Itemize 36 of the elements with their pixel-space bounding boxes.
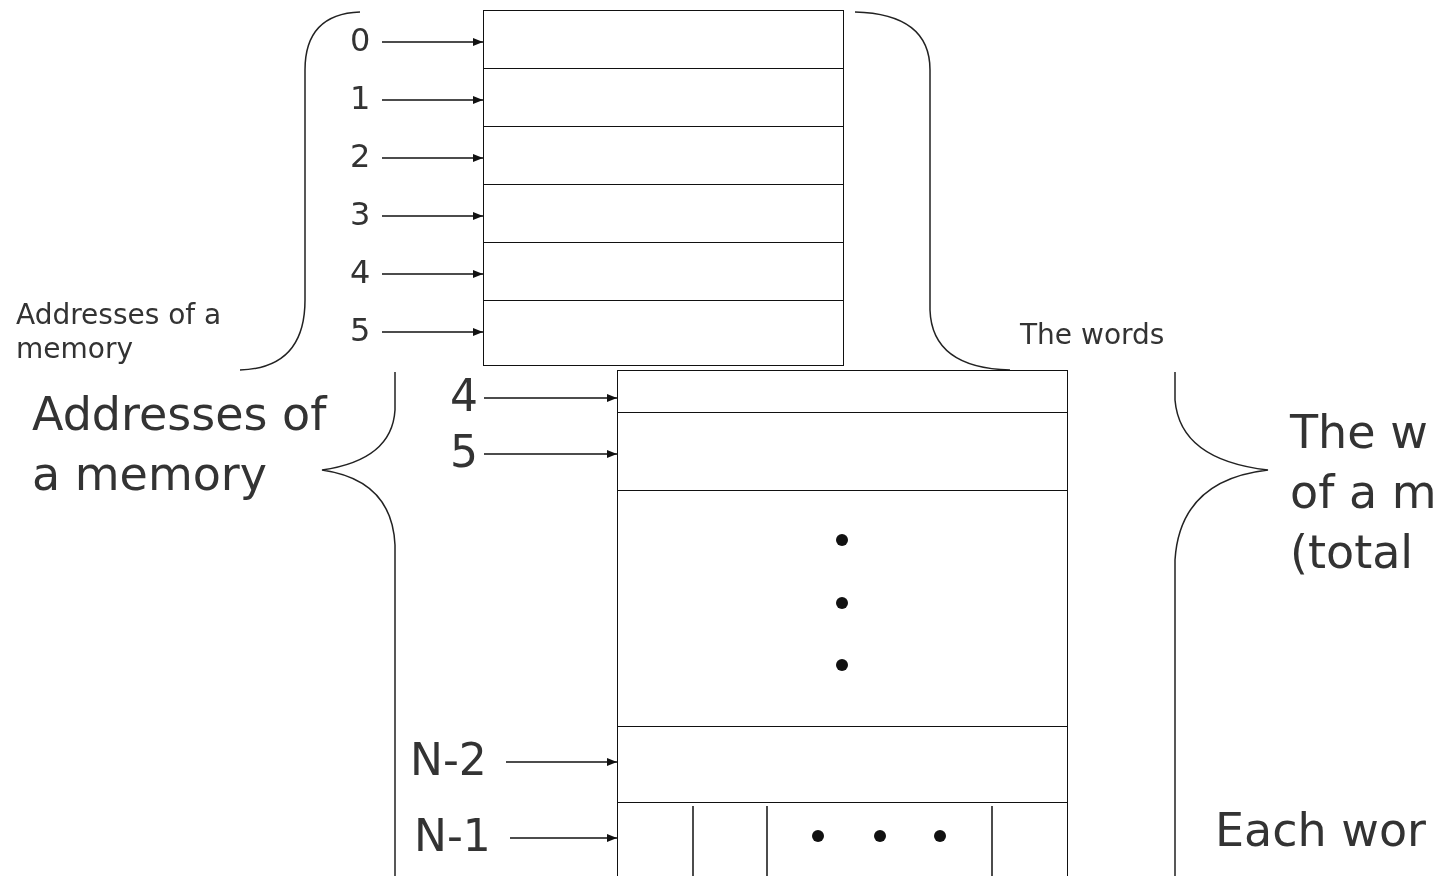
arrow [509,833,618,843]
address-label: N-1 [414,814,491,858]
arrow [381,327,484,337]
address-label: 0 [350,24,371,56]
caption-text: Addresses of a memory [16,298,223,366]
memory-cell [483,184,844,243]
arrow [381,211,484,221]
address-label: N-2 [410,738,487,782]
arrow [381,95,484,105]
arrow [505,757,618,767]
memory-cell [483,242,844,301]
memory-cell [617,370,1068,413]
arrow [483,393,618,403]
arrow [381,269,484,279]
address-label: 4 [450,374,478,418]
memory-cell [483,126,844,185]
address-label: 1 [350,82,371,114]
address-label: 5 [350,314,371,346]
memory-cell [483,300,844,366]
arrow [381,37,484,47]
memory-cell [617,412,1068,491]
address-label: 5 [450,430,478,474]
memory-cell [617,802,1068,876]
memory-cell [483,10,844,69]
caption-text: Each wor [1215,802,1427,859]
caption-text: Addresses of a memory [32,386,329,503]
address-label: 2 [350,140,371,172]
memory-cell [483,68,844,127]
address-label: 3 [350,198,371,230]
memory-cell [617,726,1068,803]
arrow [381,153,484,163]
address-label: 4 [350,256,371,288]
caption-text: The w of a m (total [1290,404,1438,581]
memory-cell [617,490,1068,727]
arrow [483,449,618,459]
caption-text: The words [1020,318,1166,352]
